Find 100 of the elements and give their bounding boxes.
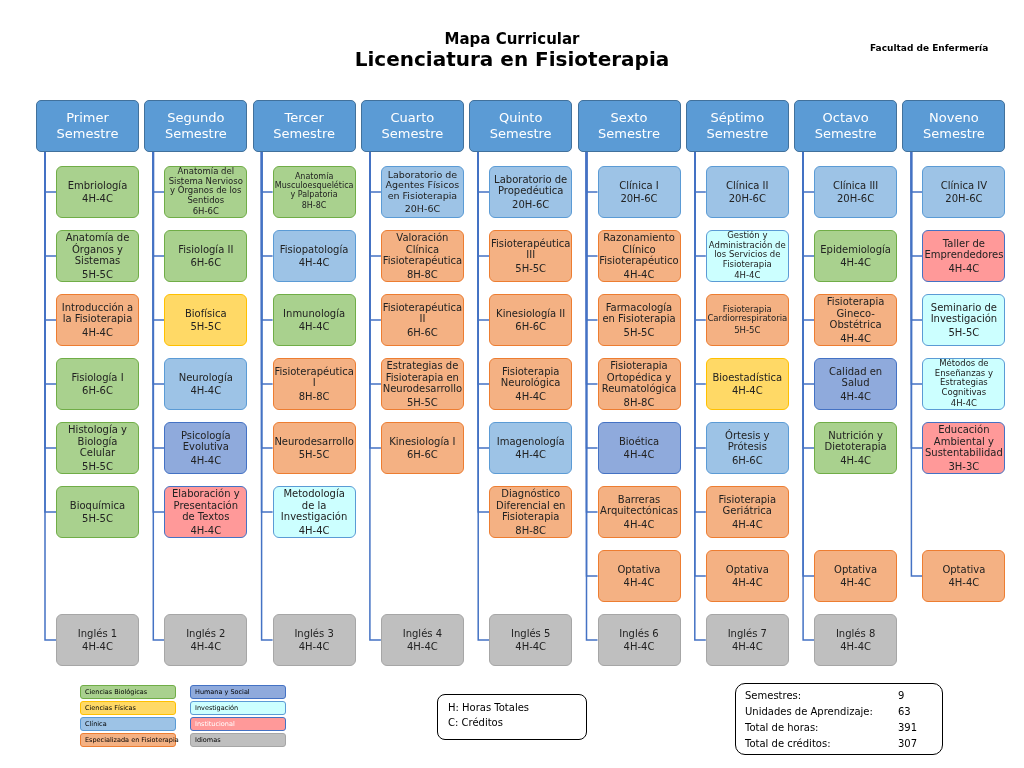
course-name: Kinesiología II	[496, 307, 566, 319]
course-box	[597, 614, 681, 666]
course-hours: 4H-4C	[190, 641, 222, 653]
course-hours: 4H-4C	[82, 326, 113, 339]
course-name: Fisiología II	[178, 243, 234, 255]
course-name: Fisioterapia Neurológica	[499, 365, 562, 389]
course-name: Inglés 3	[294, 627, 334, 639]
course-hours: 5H-5C	[82, 513, 113, 525]
title: Mapa Curricular	[443, 30, 581, 48]
course-hours: 4H-4C	[623, 268, 655, 280]
course-box	[56, 486, 139, 538]
course-hours: 3H-3C	[948, 460, 980, 472]
course-name: Educación Ambiental y Sustentabilidad	[924, 424, 1003, 459]
course-name: Optativa	[942, 563, 986, 575]
course-box	[489, 614, 573, 666]
course-box	[56, 614, 139, 666]
course-name: Fisiología I	[71, 371, 124, 383]
summary-value: 9	[898, 690, 906, 701]
course-hours: 8H-8C	[406, 268, 438, 280]
course-box	[164, 422, 248, 474]
course-name: Fisioterapia Ortopédica y Reumatológica	[600, 360, 678, 395]
summary-label: Total de créditos:	[745, 738, 832, 749]
course-name: Bioestadística	[712, 371, 783, 383]
course-name: Histología y Biología Celular	[67, 424, 128, 459]
course-box	[272, 486, 356, 538]
course-box	[164, 166, 248, 218]
course-name: Biofísica	[184, 307, 227, 319]
course-name: Elaboración y Presentación de Textos	[170, 488, 241, 523]
course-box	[164, 230, 248, 282]
course-hours: 6H-6C	[190, 257, 222, 269]
course-hours: 5H-5C	[82, 268, 113, 280]
course-hours: 8H-8C	[298, 390, 330, 403]
course-box	[164, 294, 248, 346]
course-box	[56, 358, 139, 410]
summary-value: 307	[898, 738, 919, 749]
course-box	[814, 550, 898, 602]
course-box	[272, 614, 356, 666]
course-name: Inmunología	[283, 307, 346, 319]
course-hours: 4H-4C	[840, 641, 871, 653]
course-hours: 4H-4C	[731, 577, 763, 589]
course-hours: 4H-4C	[734, 271, 761, 281]
course-hours: 6H-6C	[406, 449, 438, 461]
course-box	[705, 358, 789, 410]
course-box	[922, 550, 1006, 602]
course-box	[56, 230, 139, 282]
course-box	[597, 230, 681, 282]
course-name: Bioquímica	[69, 499, 126, 511]
course-name: Fisioterapéutica II	[382, 301, 463, 325]
course-hours: 20H-6C	[404, 203, 441, 215]
course-name: Fisioterapia Gineco-Obstétrica	[825, 296, 886, 331]
summary-label: Unidades de Aprendizaje:	[745, 706, 874, 717]
course-box	[705, 550, 789, 602]
course-box	[272, 422, 356, 474]
course-name: Fisioterapéutica I	[274, 365, 354, 389]
semester-header	[252, 100, 356, 152]
course-box	[489, 358, 573, 410]
course-box	[814, 294, 898, 346]
course-box	[922, 358, 1006, 410]
course-name: Inglés 8	[835, 627, 876, 639]
semester-header	[360, 100, 464, 152]
subtitle: Licenciatura en Fisioterapia	[353, 47, 671, 71]
course-hours: 5H-5C	[406, 396, 438, 408]
course-box	[489, 230, 573, 282]
summary-value: 63	[898, 706, 912, 717]
course-box	[380, 614, 464, 666]
course-box	[380, 166, 464, 218]
course-name: Seminario de Investigación	[929, 301, 999, 325]
course-name: Fisioterapéutica III	[491, 237, 571, 261]
course-hours: 4H-4C	[840, 390, 871, 403]
course-hours: 4H-4C	[623, 577, 655, 589]
course-hours: 8H-8C	[623, 396, 655, 408]
course-name: Clínica IV	[940, 179, 987, 191]
course-name: Valoración Clínica Fisioterapéutica	[382, 232, 463, 267]
course-name: Anatomía Musculoesquelética y Palpatoria	[274, 173, 354, 200]
course-box	[705, 230, 789, 282]
course-name: Inglés 7	[727, 627, 767, 639]
semester-title: Quinto Semestre	[488, 110, 553, 142]
connector-line	[152, 151, 166, 641]
course-name: Epidemiología	[820, 243, 891, 255]
course-name: Neurodesarrollo	[274, 435, 354, 447]
course-box	[597, 294, 681, 346]
course-box	[705, 422, 789, 474]
course-name: Inglés 2	[186, 627, 226, 639]
course-box	[597, 166, 681, 218]
course-box	[164, 358, 248, 410]
course-name: Métodos de Enseñanzas y Estrategias Cognitivas	[933, 359, 994, 398]
course-hours: 4H-4C	[731, 385, 763, 397]
course-hours: 20H-6C	[512, 198, 550, 211]
semester-header	[36, 100, 139, 152]
course-box	[56, 166, 139, 218]
course-box	[922, 422, 1006, 474]
course-name: Laboratorio de Propedéutica	[493, 173, 569, 197]
faculty-name: Facultad de Enfermería	[870, 43, 990, 53]
course-name: Anatomía del Sistema Nervioso y Órganos de los Sentidos	[167, 167, 244, 206]
course-hours: 4H-4C	[298, 524, 330, 536]
course-hours: 6H-6C	[82, 385, 113, 397]
course-hours: 8H-8C	[515, 524, 547, 536]
course-name: Gestión y Administración de los Servicios de Fisioterapia	[708, 231, 786, 270]
course-hours: 5H-5C	[515, 262, 547, 275]
course-name: Calidad en Salud	[828, 365, 884, 389]
